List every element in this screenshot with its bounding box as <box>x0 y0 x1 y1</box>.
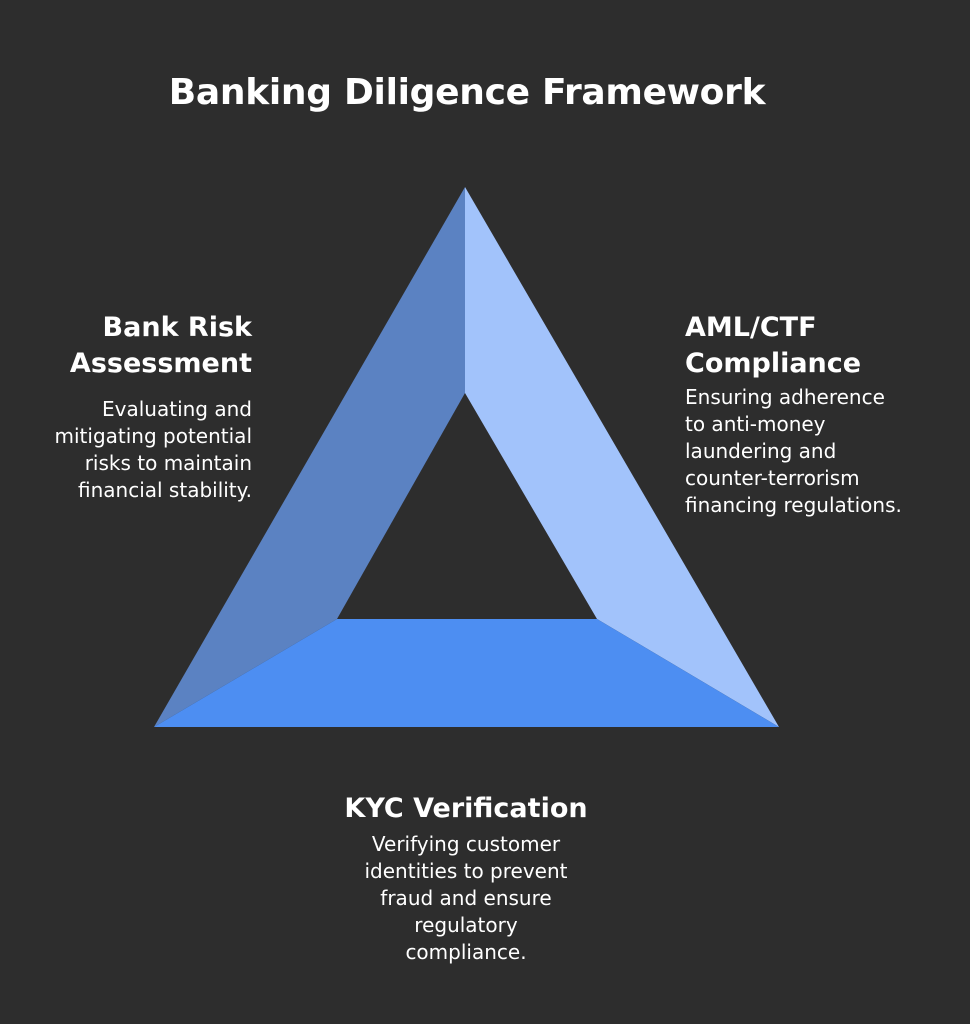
aml-ctf-description: Ensuring adherence to anti-money launder… <box>685 384 955 519</box>
bank-risk-description: Evaluating and mitigating potential risk… <box>40 396 252 504</box>
aml-ctf-heading-line: Compliance <box>685 348 862 379</box>
bank-risk-description-line: Evaluating and <box>102 397 252 421</box>
kyc-description-line: regulatory <box>414 913 518 937</box>
kyc-description-line: fraud and ensure <box>380 886 552 910</box>
kyc-description: Verifying customer identities to prevent… <box>318 831 614 966</box>
triangle-left-face <box>154 187 465 727</box>
triangle-bottom-face <box>154 619 779 727</box>
aml-ctf-heading-line: AML/CTF <box>685 312 817 343</box>
aml-ctf-description-line: laundering and <box>685 439 837 463</box>
kyc-description-line: identities to prevent <box>364 859 568 883</box>
aml-ctf-heading: AML/CTF Compliance <box>685 310 955 382</box>
kyc-verification-block: KYC Verification Verifying customer iden… <box>318 791 614 966</box>
kyc-description-line: compliance. <box>405 940 527 964</box>
bank-risk-heading-line: Assessment <box>69 348 252 379</box>
aml-ctf-description-line: to anti-money <box>685 412 826 436</box>
page-title: Banking Diligence Framework <box>168 72 766 113</box>
bank-risk-description-line: risks to maintain <box>84 451 252 475</box>
bank-risk-heading-line: Bank Risk <box>102 312 252 343</box>
kyc-heading: KYC Verification <box>318 791 614 827</box>
bank-risk-description-line: financial stability. <box>78 478 252 502</box>
aml-ctf-compliance-block: AML/CTF Compliance Ensuring adherence to… <box>685 310 955 519</box>
kyc-description-line: Verifying customer <box>371 832 561 856</box>
aml-ctf-description-line: financing regulations. <box>685 493 902 517</box>
kyc-heading-line: KYC Verification <box>344 793 588 824</box>
aml-ctf-description-line: counter-terrorism <box>685 466 860 490</box>
triangle-right-face <box>465 187 779 727</box>
bank-risk-description-line: mitigating potential <box>54 424 252 448</box>
bank-risk-heading: Bank Risk Assessment <box>40 310 252 382</box>
aml-ctf-description-line: Ensuring adherence <box>685 385 885 409</box>
bank-risk-assessment-block: Bank Risk Assessment Evaluating and miti… <box>40 310 252 504</box>
